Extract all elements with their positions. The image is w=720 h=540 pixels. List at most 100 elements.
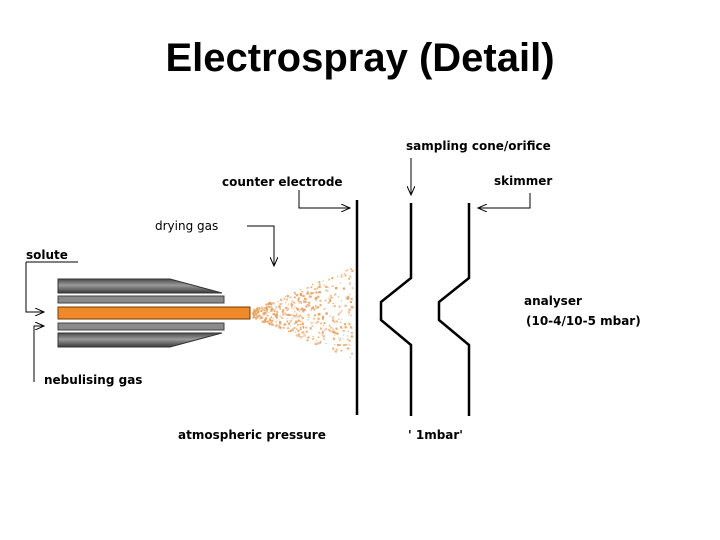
spray-droplet [333, 305, 336, 307]
spray-droplet [270, 305, 273, 308]
spray-droplet [266, 307, 269, 309]
spray-droplet [344, 274, 347, 277]
spray-droplet [347, 335, 349, 337]
spray-droplet [272, 302, 275, 305]
spray-droplet [309, 327, 312, 330]
spray-droplet [278, 306, 281, 309]
spray-droplet [346, 298, 349, 301]
spray-droplet [342, 330, 345, 333]
spray-droplet [344, 326, 347, 329]
spray-droplet [305, 305, 308, 308]
spray-droplet [275, 321, 277, 323]
spray-droplet [301, 307, 304, 310]
spray-droplet [334, 344, 336, 346]
lower-outer-tube [57, 332, 223, 348]
spray-droplet [262, 313, 265, 316]
spray-droplet [330, 327, 332, 329]
spray-droplet [284, 327, 286, 329]
spray-droplet [350, 314, 352, 317]
spray-droplet [295, 320, 298, 323]
spray-droplet [335, 320, 337, 322]
spray-droplet [306, 339, 309, 342]
spray-droplet [276, 312, 278, 314]
spray-droplet [306, 287, 308, 289]
spray-droplet [319, 304, 322, 306]
spray-droplet [267, 302, 270, 305]
spray-droplet [297, 334, 300, 337]
spray-droplet [336, 320, 338, 323]
spray-droplet [255, 313, 258, 316]
spray-droplet [318, 281, 321, 283]
spray-droplet [276, 325, 278, 327]
spray-droplet [335, 332, 338, 335]
spray-droplet [307, 304, 310, 307]
spray-droplet [328, 324, 331, 327]
spray-droplet [302, 327, 304, 329]
spray-droplet [310, 293, 312, 295]
spray-droplet [285, 296, 287, 298]
spray-droplet [272, 313, 274, 316]
spray-droplet [340, 321, 342, 323]
spray-droplet [269, 301, 271, 303]
spray-droplet [335, 287, 338, 290]
spray-droplet [275, 307, 277, 310]
nebuliser-needle [57, 278, 251, 348]
spray-droplet [279, 321, 282, 324]
spray-droplet [342, 344, 345, 346]
spray-droplet [344, 323, 347, 326]
spray-droplet [338, 344, 341, 347]
spray-droplet [331, 286, 333, 288]
spray-droplet [317, 295, 320, 299]
spray-droplet [337, 275, 338, 277]
spray-droplet [340, 274, 343, 276]
spray-droplet [276, 310, 278, 313]
spray-droplet [258, 314, 260, 317]
spray-droplet [279, 303, 282, 306]
spray-droplet [264, 312, 267, 315]
spray-droplet [274, 309, 276, 311]
spray-droplet [307, 319, 309, 321]
spray-droplet [279, 322, 282, 325]
spray-droplet [350, 326, 353, 329]
spray-droplet [332, 328, 335, 331]
spray-droplet [282, 312, 285, 314]
spray-droplet [311, 325, 314, 327]
spray-droplet [299, 323, 301, 326]
spray-droplet [313, 291, 315, 293]
spray-droplet [268, 306, 271, 309]
spray-droplet [351, 270, 354, 273]
spray-droplet [300, 289, 302, 291]
spray-droplet [281, 329, 283, 331]
spray-droplet [261, 308, 264, 311]
spray-droplet [309, 295, 312, 298]
spray-droplet [312, 283, 314, 286]
spray-droplet [260, 309, 263, 312]
spray-droplet [298, 296, 300, 299]
spray-droplet [292, 314, 294, 317]
spray-droplet [312, 338, 314, 340]
spray-droplet [345, 270, 347, 272]
spray-droplet [321, 331, 324, 334]
spray-droplet [316, 344, 318, 346]
spray-droplet [295, 328, 298, 330]
spray-droplet [288, 314, 291, 316]
spray-droplet [347, 330, 350, 332]
spray-droplet [270, 309, 273, 312]
spray-droplet [295, 316, 297, 318]
spray-droplet [271, 319, 274, 322]
spray-droplet [266, 306, 269, 308]
counter-electrode-pointer [298, 190, 350, 208]
label-drying-gas: drying gas [155, 219, 218, 233]
spray-droplet [302, 310, 305, 313]
label-counter-electrode: counter electrode [222, 175, 343, 189]
label-skimmer: skimmer [494, 174, 552, 188]
spray-droplet [334, 334, 336, 336]
spray-droplet [322, 330, 324, 333]
nebulising-gas-line [33, 326, 44, 382]
label-analyser: analyser [524, 294, 582, 308]
spray-droplet [317, 317, 320, 320]
spray-droplet [332, 347, 335, 350]
spray-droplet [310, 286, 313, 289]
spray-droplet [284, 306, 288, 310]
